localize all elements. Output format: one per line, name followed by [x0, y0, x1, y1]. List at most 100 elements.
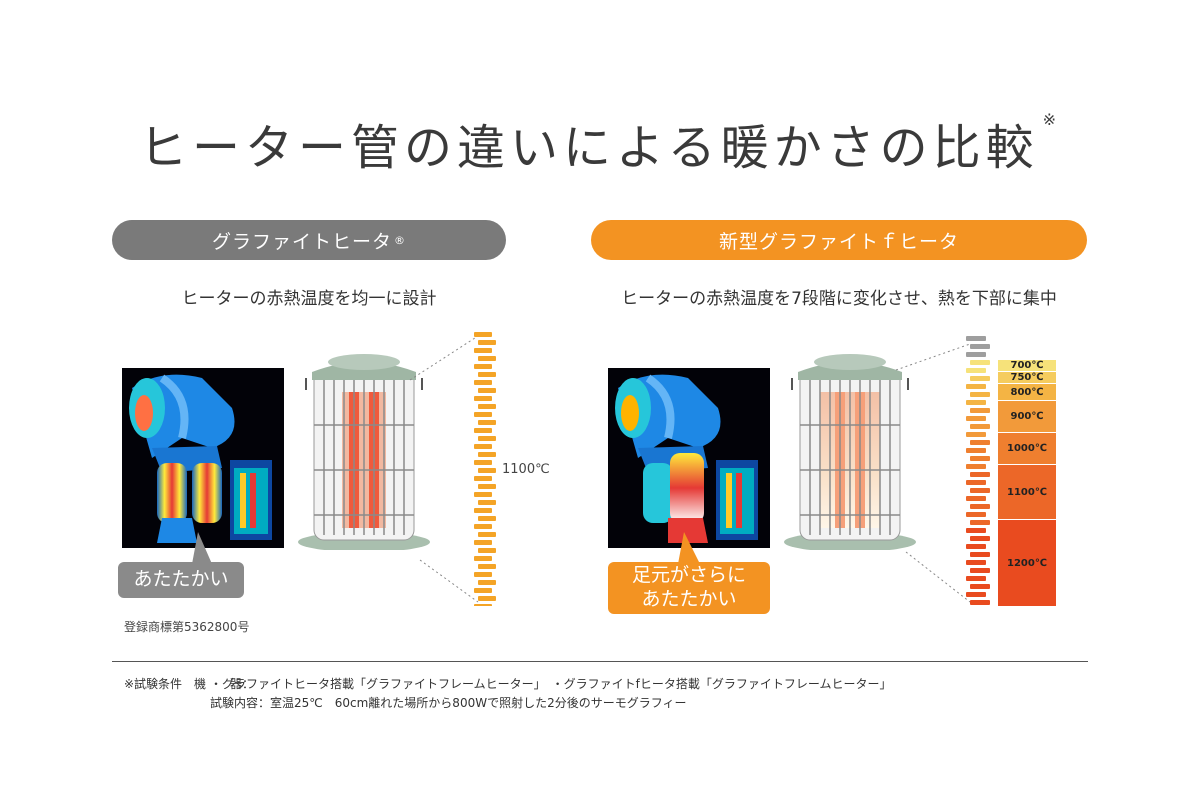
heater-coil-segment [474, 444, 492, 449]
thermography-right-graphic [608, 368, 770, 548]
test-conditions-label: ※試験条件 機 器： [124, 677, 255, 691]
heater-coil-segment [478, 436, 496, 441]
heater-coil-segment [478, 420, 496, 425]
page-title-text: ヒーター管の違いによる暖かさの比較 [139, 120, 1039, 176]
bubble-line-1: 足元がさらに [631, 564, 746, 587]
graphite-heater-illustration [298, 354, 430, 550]
uniform-temperature-label: 1100℃ [502, 462, 550, 477]
heater-coil-segment [478, 580, 496, 585]
heater-coil-segment [966, 448, 986, 453]
heater-coil-segment [970, 392, 990, 397]
heater-coil-segment [970, 344, 990, 349]
heater-coil-segment [970, 536, 990, 541]
bubble-pointer-left [192, 532, 212, 564]
heater-coil-segment [478, 532, 496, 537]
divider [112, 661, 1088, 662]
heater-coil-segment [474, 412, 492, 417]
new-graphite-f-heater-label-text: 新型グラファイトｆヒータ [718, 230, 959, 253]
thermography-image-left [122, 368, 284, 548]
heater-coil-segment [970, 360, 990, 365]
heater-coil-segment [478, 404, 496, 409]
heater-coil-segment [474, 604, 492, 606]
heater-coil-segment [966, 432, 986, 437]
heater-coil-segment [970, 456, 990, 461]
heater-coil-segment [474, 428, 492, 433]
heater-coil-segment [970, 472, 990, 477]
heater-coil-segment [970, 408, 990, 413]
graphite-heater-label: グラファイトヒータ® [112, 220, 506, 260]
left-description: ヒーターの赤熱温度を均一に設計 [181, 289, 437, 309]
heater-coil-segment [478, 468, 496, 473]
heater-coil-segment [474, 556, 492, 561]
heater-coil-segment [970, 504, 990, 509]
heater-coil-segment [474, 540, 492, 545]
temperature-band: 700℃ [998, 360, 1056, 372]
heater-coil-segment [970, 440, 990, 445]
heater-coil-segment [966, 400, 986, 405]
heater-coil-segment [966, 368, 986, 373]
heater-coil-segment [970, 424, 990, 429]
graded-heater-element-graphic [966, 336, 990, 605]
temperature-band: 900℃ [998, 401, 1056, 433]
heater-coil-segment [966, 544, 986, 549]
heater-coil-segment [966, 560, 986, 565]
test-conditions-method: 試験内容：室温25℃ 60cm離れた場所から800Wで照射した2分後のサーモグラ… [210, 696, 687, 710]
heater-coil-segment [478, 548, 496, 553]
heater-coil-segment [966, 464, 986, 469]
heater-coil-segment [474, 588, 492, 593]
heater-coil-segment [966, 528, 986, 533]
new-graphite-f-heater-label: 新型グラファイトｆヒータ [591, 220, 1087, 260]
heater-coil-segment [474, 460, 492, 465]
temperature-band: 1000℃ [998, 433, 1056, 465]
graphite-heater-label-text: グラファイトヒータ [211, 230, 392, 253]
heater-coil-segment [966, 592, 986, 597]
heater-coil-segment [966, 384, 986, 389]
registered-mark: ® [394, 233, 406, 247]
left-leader-lines [409, 335, 479, 603]
heater-coil-segment [474, 348, 492, 353]
heater-coil-segment [478, 596, 496, 601]
heater-coil-segment [478, 500, 496, 505]
heater-coil-segment [970, 552, 990, 557]
heater-coil-segment [478, 452, 496, 457]
heater-coil-segment [474, 572, 492, 577]
warm-bubble-left: あたたかい [118, 562, 244, 598]
heater-coil-segment [970, 376, 990, 381]
heater-coil-segment [474, 396, 492, 401]
heater-coil-segment [966, 576, 986, 581]
thermography-left-graphic [122, 368, 284, 548]
heater-coil-segment [474, 380, 492, 385]
heater-coil-segment [474, 476, 492, 481]
heater-coil-segment [478, 564, 496, 569]
heater-coil-segment [474, 508, 492, 513]
temperature-band: 750℃ [998, 372, 1056, 384]
new-graphite-f-heater-illustration [784, 354, 916, 550]
title-note-mark: ※ [1042, 110, 1061, 129]
test-conditions-equipment: ・グラファイトヒータ搭載「グラファイトフレームヒーター」 ・グラファイトfヒータ… [210, 677, 892, 691]
heater-coil-segment [478, 484, 496, 489]
heater-coil-segment [970, 488, 990, 493]
bubble-line-2: あたたかい [641, 588, 737, 610]
thermography-image-right [608, 368, 770, 548]
temperature-band: 1100℃ [998, 465, 1056, 520]
heater-coil-segment [474, 524, 492, 529]
uniform-heater-element-graphic [474, 332, 496, 606]
heater-coil-segment [966, 336, 986, 341]
temperature-band: 1200℃ [998, 520, 1056, 607]
temperature-band: 800℃ [998, 384, 1056, 401]
bubble-pointer-right [678, 532, 700, 564]
heater-coil-segment [478, 388, 496, 393]
right-description: ヒーターの赤熱温度を7段階に変化させ、熱を下部に集中 [621, 289, 1057, 309]
heater-coil-segment [478, 340, 496, 345]
heater-coil-segment [966, 352, 986, 357]
heater-coil-segment [966, 480, 986, 485]
heater-coil-segment [966, 496, 986, 501]
heater-coil-segment [478, 516, 496, 521]
heater-coil-segment [474, 492, 492, 497]
registered-trademark-note: 登録商標第5362800号 [124, 620, 250, 634]
heater-coil-segment [970, 600, 990, 605]
heater-coil-segment [478, 372, 496, 377]
heater-coil-segment [474, 332, 492, 337]
heater-coil-segment [478, 356, 496, 361]
